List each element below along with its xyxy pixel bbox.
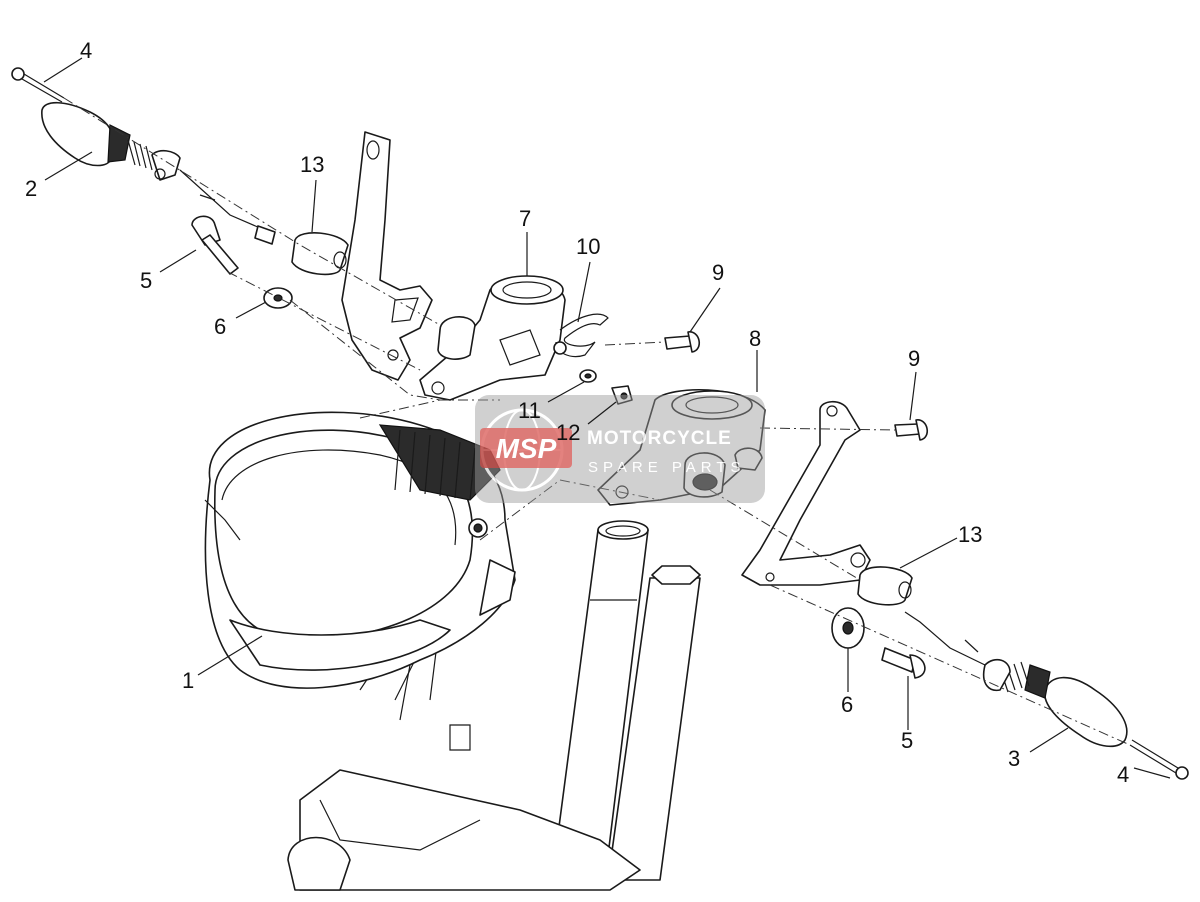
watermark-title: MOTORCYCLE	[587, 428, 732, 449]
callout-5-left: 5	[140, 268, 152, 293]
left-mount-bracket	[341, 131, 433, 381]
msp-logo-text: MSP	[496, 433, 557, 464]
leader-lines	[43, 57, 1171, 779]
callout-6-right: 6	[841, 692, 853, 717]
callout-4-left: 4	[80, 38, 92, 63]
callout-2: 2	[25, 176, 37, 201]
callout-4-right: 4	[1117, 762, 1129, 787]
spring-clip-10	[553, 313, 609, 358]
bolt-5-right	[881, 647, 926, 679]
callout-8: 8	[749, 326, 761, 351]
fork-assembly	[287, 520, 701, 891]
callout-3: 3	[1008, 746, 1020, 771]
callout-1: 1	[182, 668, 194, 693]
rubber-sleeve-13-left	[291, 232, 349, 276]
right-headlight-bracket-8	[597, 388, 766, 506]
callout-9-upper: 9	[712, 260, 724, 285]
watermark-subtitle: SPARE PARTS	[588, 459, 746, 476]
right-mount-strap	[741, 400, 871, 586]
msp-logo-badge	[480, 428, 572, 468]
callout-13-left: 13	[300, 152, 324, 177]
callout-7: 7	[519, 206, 531, 231]
heatsink	[378, 424, 501, 501]
watermark: MSP MOTORCYCLE SPARE PARTS	[475, 395, 765, 503]
nut-12	[611, 385, 633, 405]
turn-signal-left-2	[11, 67, 276, 245]
callout-11: 11	[518, 398, 541, 423]
callout-10: 10	[576, 234, 600, 259]
rubber-sleeve-13-right	[857, 566, 913, 606]
callout-12: 12	[556, 420, 580, 445]
washer-6-right	[831, 607, 865, 649]
watermark-panel	[475, 395, 765, 503]
callout-6-left: 6	[214, 314, 226, 339]
callout-numbers: 4 2 13 5 6 7 10 9 8 9 11 12 13 1 6 5 3 4	[25, 38, 1129, 787]
washer-6-left	[263, 287, 293, 309]
left-headlight-bracket-7	[419, 275, 566, 401]
turn-signal-right-3	[904, 611, 1189, 780]
screw-9-lower	[894, 419, 928, 441]
screw-9-upper	[664, 331, 700, 353]
headlight-unit	[204, 411, 516, 689]
callout-5-right: 5	[901, 728, 913, 753]
assembly-lines	[63, 97, 1131, 746]
bolt-5-left	[191, 215, 239, 275]
callout-13-right: 13	[958, 522, 982, 547]
washer-11	[579, 369, 597, 383]
callout-9-lower: 9	[908, 346, 920, 371]
